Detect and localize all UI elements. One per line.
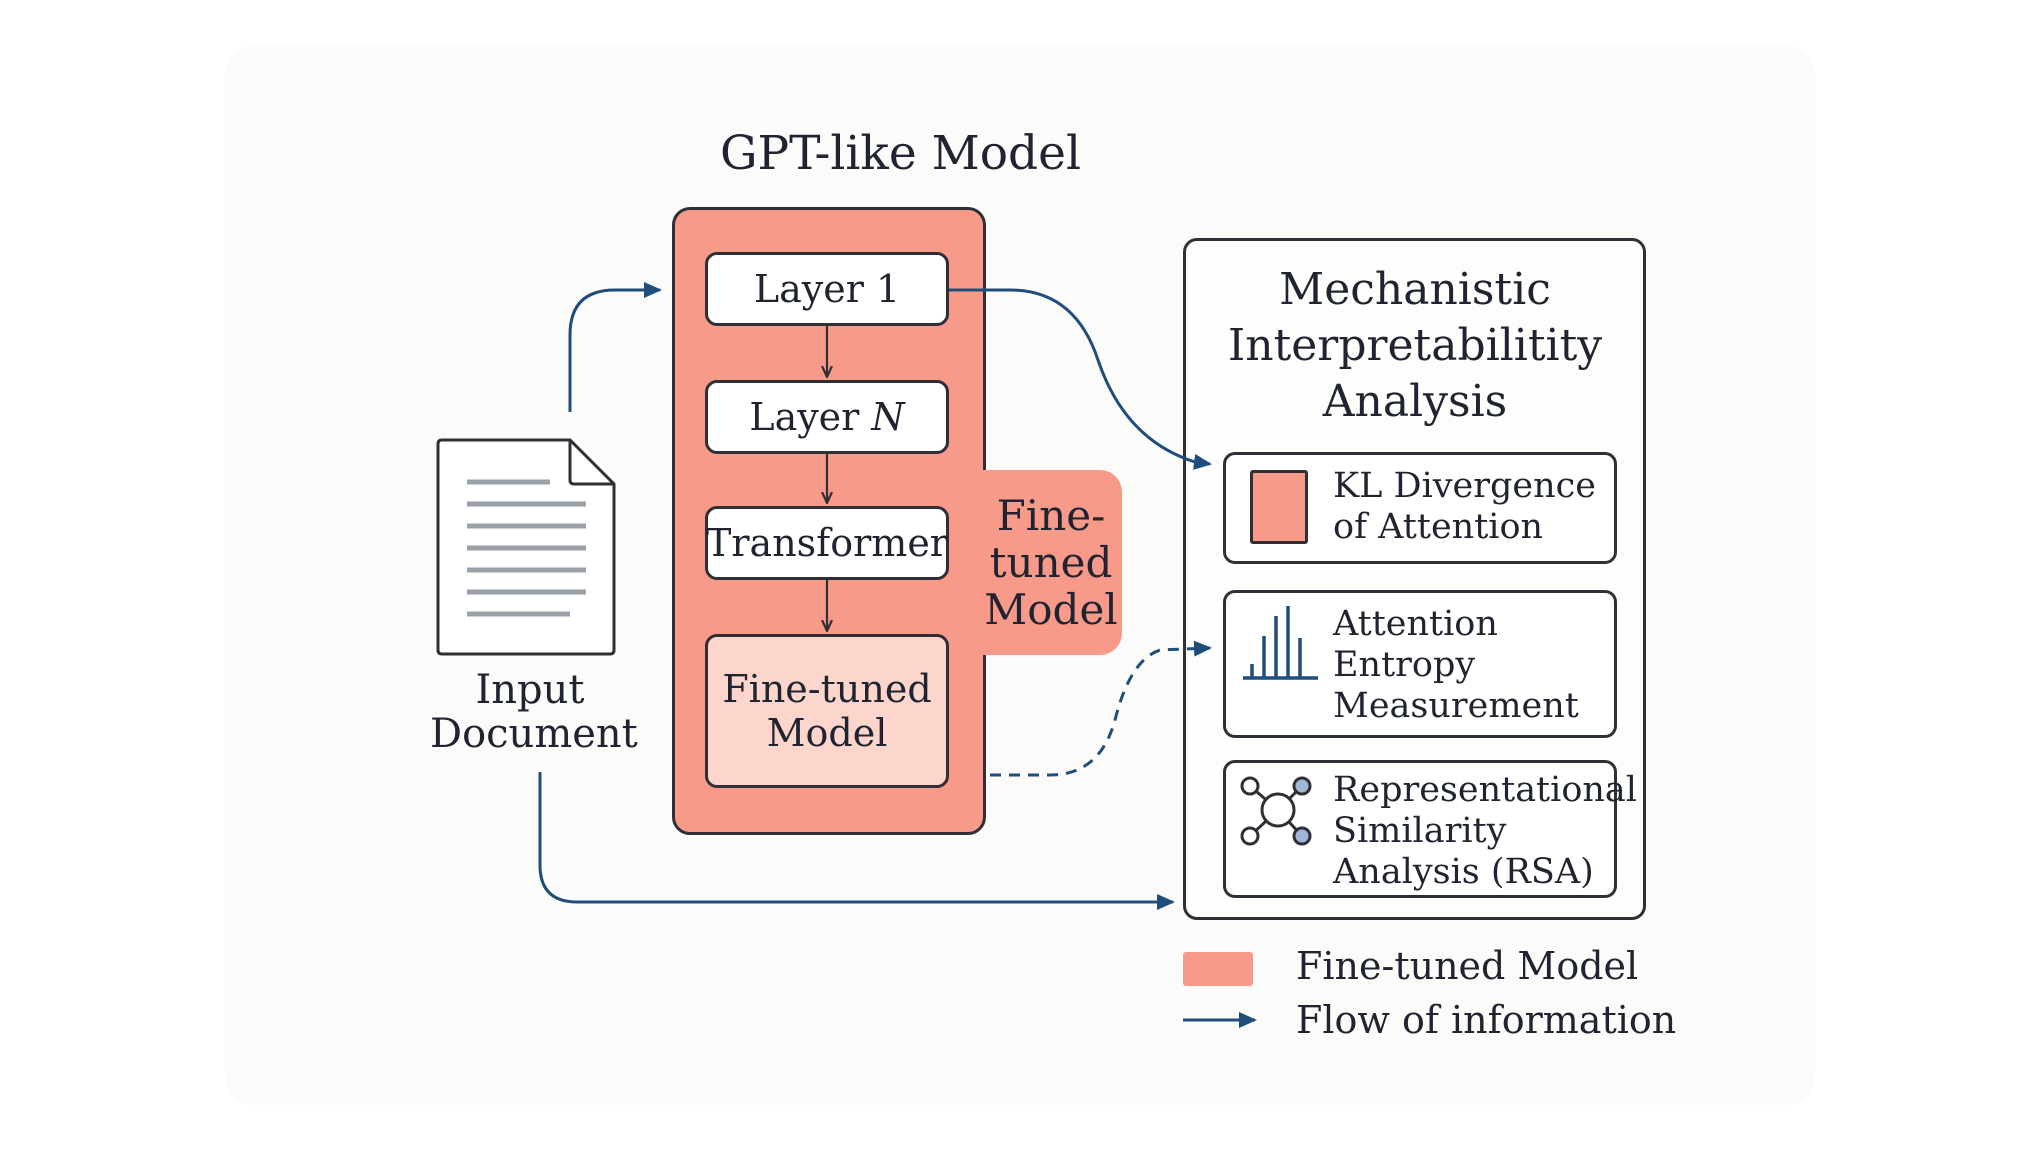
arrow-finetuned-to-entropy [990,640,1212,777]
input-document-label: Input Document [430,667,638,757]
layer-n-label: Layer N [749,395,905,439]
metric-line: KL Divergence [1333,466,1596,506]
analysis-title-line: Interpretabilitity [1227,320,1603,371]
finetuned-model-label-line: Fine-tuned [722,667,932,711]
metric-line: Similarity [1333,811,1507,851]
legend-finetuned-swatch [1183,952,1253,986]
red-square-icon [1250,470,1308,544]
metric-kl-text: KL Divergence of Attention [1333,466,1596,548]
metric-line: Measurement [1333,686,1579,726]
analysis-title: Mechanistic Interpretabilitity Analysis [1190,262,1640,430]
document-icon [436,438,616,656]
arrow-input-to-analysis [538,772,1175,910]
legend-finetuned-label: Fine-tuned Model [1296,944,1639,988]
legend-flow-label: Flow of information [1296,998,1677,1042]
network-icon [1240,776,1312,846]
finetuned-side-label-line: Fine- [996,491,1106,540]
layer-1-label: Layer 1 [753,267,901,311]
finetuned-side-label-line: Model [984,585,1118,634]
arrow-input-to-layer1 [568,282,662,412]
metric-line: Entropy [1333,645,1476,685]
metric-line: Attention [1333,604,1498,644]
finetuned-model-label-line: Model [766,711,888,755]
layer-n-box: Layer N [705,380,949,454]
metric-rsa-text: Representational Similarity Analysis (RS… [1333,770,1637,893]
finetuned-side-label-line: tuned [989,538,1113,587]
metric-rsa [1223,760,1617,898]
layer-1-box: Layer 1 [705,252,949,326]
input-label-line: Input [475,667,585,713]
arrow-layer1-to-analysis [949,288,1212,470]
analysis-title-line: Mechanistic [1279,264,1551,315]
bar-chart-icon [1243,606,1318,680]
metric-line: of Attention [1333,507,1544,547]
metric-line: Analysis (RSA) [1333,852,1594,892]
finetuned-side-label: Fine- tuned Model [980,470,1122,655]
finetuned-model-box: Fine-tuned Model [705,634,949,788]
metric-line: Representational [1333,770,1637,810]
input-label-line: Document [430,711,638,757]
transformer-box: Transformer [705,506,949,580]
analysis-title-line: Analysis [1322,376,1508,427]
metric-entropy-text: Attention Entropy Measurement [1333,604,1579,727]
diagram-title: GPT-like Model [720,126,1081,181]
transformer-label: Transformer [706,521,948,565]
